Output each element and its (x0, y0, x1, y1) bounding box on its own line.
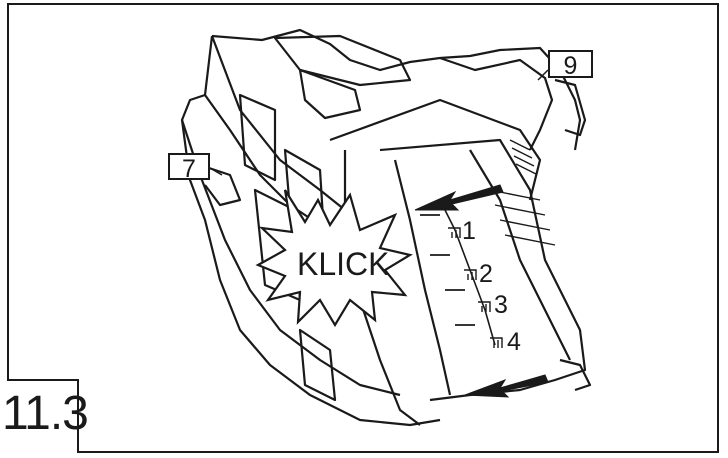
upper-arrow (414, 184, 504, 211)
figure-number: 11.3 (2, 387, 89, 440)
klick-starburst (255, 189, 413, 328)
level-markers (448, 227, 503, 348)
height-level-3: 3 (494, 291, 508, 319)
frame-border (7, 3, 719, 453)
callout-7-leader (209, 167, 223, 176)
height-level-2: 2 (479, 260, 493, 288)
callout-part-7: 7 (168, 153, 210, 182)
callout-part-9: 9 (548, 50, 593, 79)
height-level-1: 1 (462, 217, 476, 245)
direction-arrows (414, 184, 549, 398)
mower-housing (180, 28, 592, 427)
height-level-4: 4 (507, 328, 521, 356)
klick-label: KLICK (297, 246, 390, 282)
lower-arrow (464, 374, 549, 398)
callout-9-leader (537, 69, 549, 81)
